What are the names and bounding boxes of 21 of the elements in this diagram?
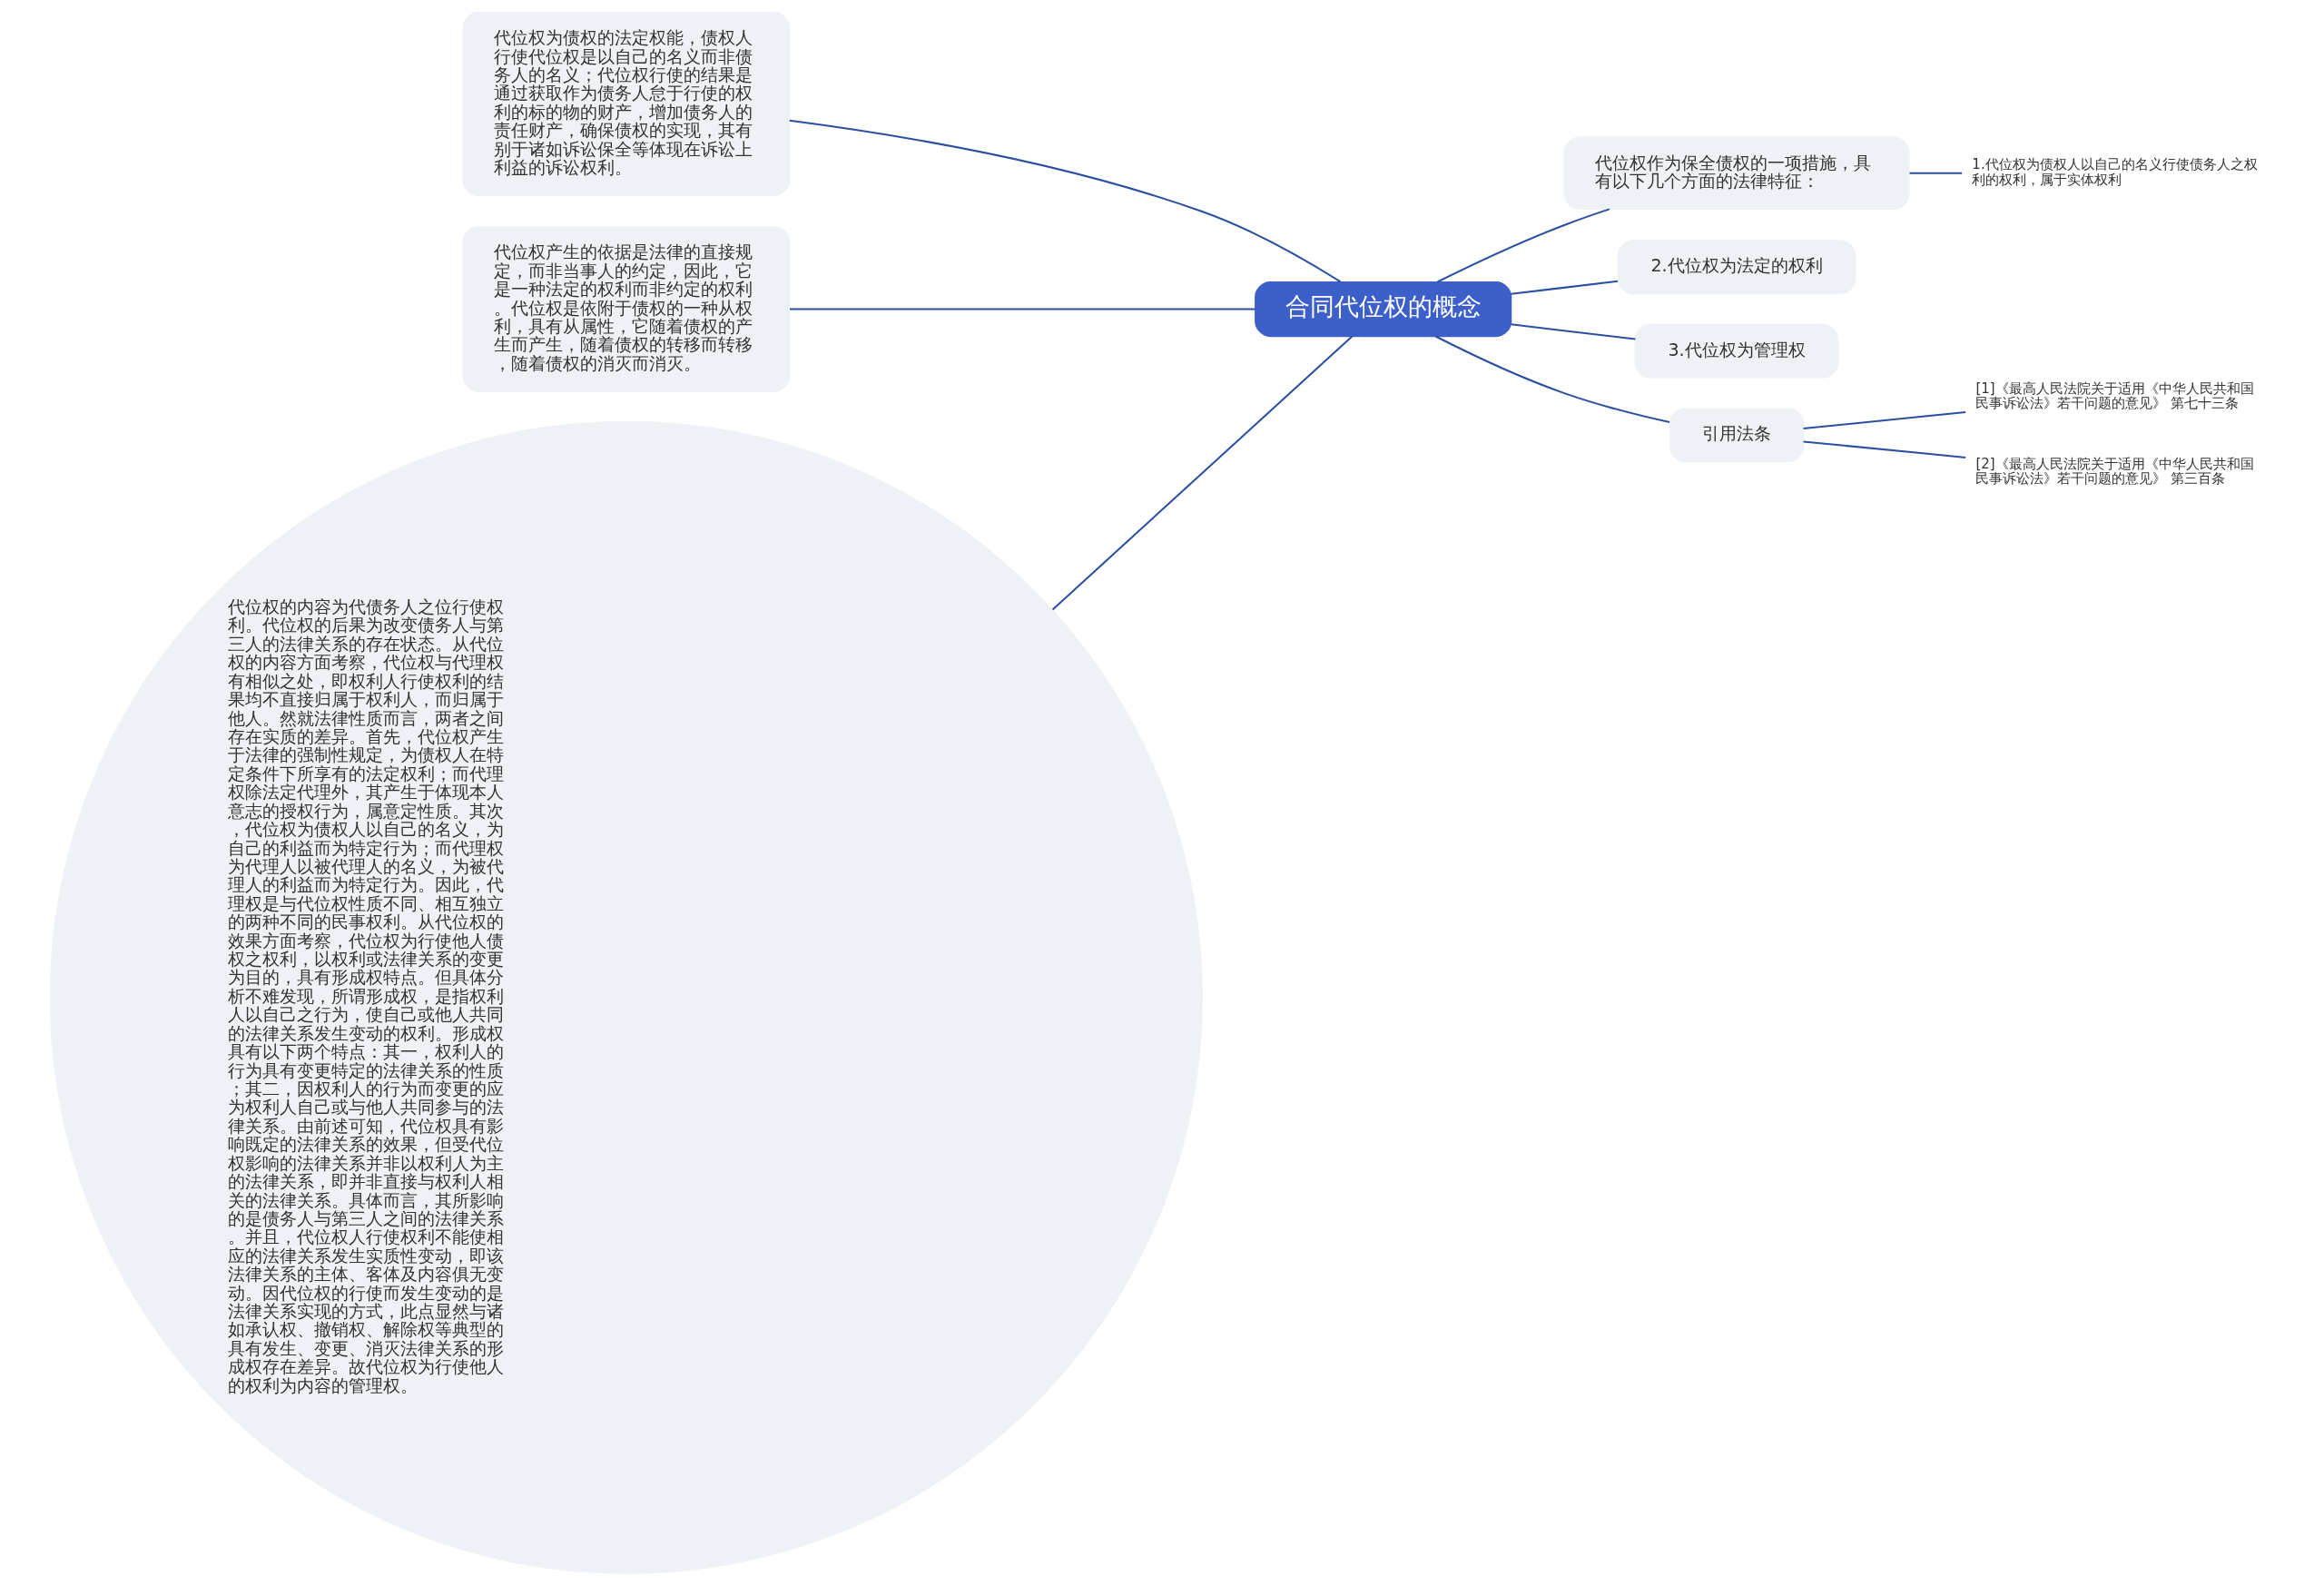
node-box: 引用法条 [1669,408,1805,463]
node-box: 代位权产生的依据是法律的直接规定，而非当事人的约定，因此，它是一种法定的权利而非约定的权利。代位权是依附于债权的一种从权利，具有从属性，它随着债权的产生而产生，随着债权的转移而转移，随着债权的消灭而消灭。 [462,226,791,392]
node-text: [2]《最高人民法院关于适用《中华人民共和国民事诉讼法》若干问题的意见》 第三百条 [1975,455,2254,488]
node-text: 1.代位权为债权人以自己的名义行使债务人之权利的权利，属于实体权利 [1972,156,2258,188]
connector [790,308,1256,310]
connector [789,119,1342,283]
node-text: [1]《最高人民法院关于适用《中华人民共和国民事诉讼法》若干问题的意见》 第七十三条 [1975,379,2254,412]
connector [1511,280,1619,295]
node-box: 2.代位权为法定的权利 [1617,240,1856,295]
connector [1909,172,1963,174]
connector [1437,208,1610,283]
connector [1803,440,1966,458]
node-box: 3.代位权为管理权 [1634,323,1839,379]
node-box: 代位权为债权的法定权能，债权人行使代位权是以自己的名义而非债务人的名义；代位权行使的结果是通过获取作为债务人怠于行使的权利的标的物的财产，增加债务人的责任财产，确保债权的实现，其有别于诸如诉讼保全等体现在诉讼上利益的诉讼权利。 [462,12,791,196]
connector [1434,335,1670,424]
connector [1803,411,1966,430]
connector [1511,323,1636,340]
node-box: 代位权作为保全债权的一项措施，具有以下几个方面的法律特征： [1563,136,1910,210]
connector [1051,335,1354,611]
node-box: 合同代位权的概念 [1255,281,1512,338]
node-circle: 代位权的内容为代债务人之位行使权利。代位权的后果为改变债务人与第三人的法律关系的存在状态。从代位权的内容方面考察，代位权与代理权有相似之处，即权利人行使权利的结果均不直接归属于权利人，而归属于他人。然就法律性质而言，两者之间存在实质的差异。首先，代位权产生于法律的强制性规定，为债权人在特定条件下所享有的法定权利；而代理权除法定代理外，其产生于体现本人意志的授权行为，属意定性质。其次，代位权为债权人以自己的名义，为自己的利益而为特定行为；而代理权为代理人以被代理人的名义，为被代理人的利益而为特定行为。因此，代理权是与代位权性质不同、相互独立的两种不同的民事权利。从代位权的效果方面考察，代位权为行使他人债权之权利，以权利或法律关系的变更为目的，具有形成权特点。但具体分析不难发现，所谓形成权，是指权利人以自己之行为，使自己或他人共同的法律关系发生变动的权利。形成权具有以下两个特点：其一，权利人的行为具有变更特定的法律关系的性质；其二，因权利人的行为而变更的应为权利人自己或与他人共同参与的法律关系。由前述可知，代位权具有影响既定的法律关系的效果，但受代位权影响的法律关系并非以权利人为主的法律关系，即并非直接与权利人相关的法律关系。具体而言，其所影响的是债务人与第三人之间的法律关系。并且，代位权人行使权利不能使相应的法律关系发生实质性变动，即该法律关系的主体、客体及内容俱无变动。因代位权的行使而发生变动的是法律关系实现的方式，此点显然与诸如承认权、撤销权、解除权等典型的具有发生、变更、消灭法律关系的形成权存在差异。故代位权为行使他人的权利为内容的管理权。 [49,420,1203,1574]
